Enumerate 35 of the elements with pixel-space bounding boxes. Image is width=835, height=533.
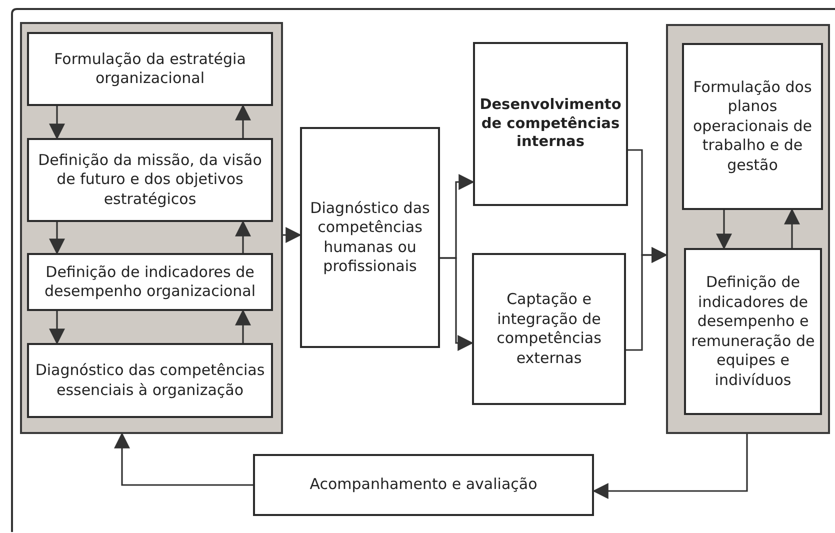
process-box [27, 32, 273, 106]
arrow [283, 227, 302, 243]
process-box [27, 138, 273, 222]
process-box [682, 43, 823, 210]
process-box [684, 248, 822, 415]
box-text: Formulação da estratégia organizacional [53, 50, 247, 88]
arrow [716, 210, 732, 250]
box-text: Formulação dos planos operacionais de trabalho e de gestão [692, 78, 814, 176]
arrow [49, 106, 65, 140]
group-panel [666, 24, 830, 434]
arrow [440, 257, 474, 351]
arrow [626, 247, 668, 351]
process-box [473, 42, 628, 206]
process-box [253, 454, 594, 516]
group-panel [20, 22, 283, 434]
box-text: Definição de indicadores de desempenho organizacional [43, 262, 257, 302]
arrow [49, 311, 65, 345]
arrow [49, 222, 65, 255]
arrow [235, 104, 251, 138]
process-box [300, 127, 440, 348]
box-text: Definição de indicadores de desempenho e remuneração de equipes e indivíduos [690, 273, 816, 390]
process-box [27, 253, 273, 311]
box-text: Acompanhamento e avaliação [308, 475, 538, 495]
arrow [235, 309, 251, 343]
arrow [114, 432, 253, 486]
process-box [27, 343, 273, 418]
box-text: Captação e integração de competências externas [496, 290, 602, 368]
arrow [784, 208, 800, 248]
arrow [235, 220, 251, 253]
process-box [472, 253, 626, 405]
box-text: Diagnóstico das competências humanas ou profissionais [309, 198, 431, 276]
box-text: Desenvolvimento de competências internas [478, 96, 622, 152]
box-text: Definição da missão, da visão de futuro e dos objetivos estratégicos [37, 150, 263, 210]
box-text: Diagnóstico das competências essenciais à organização [34, 361, 266, 400]
arrow [592, 434, 748, 499]
